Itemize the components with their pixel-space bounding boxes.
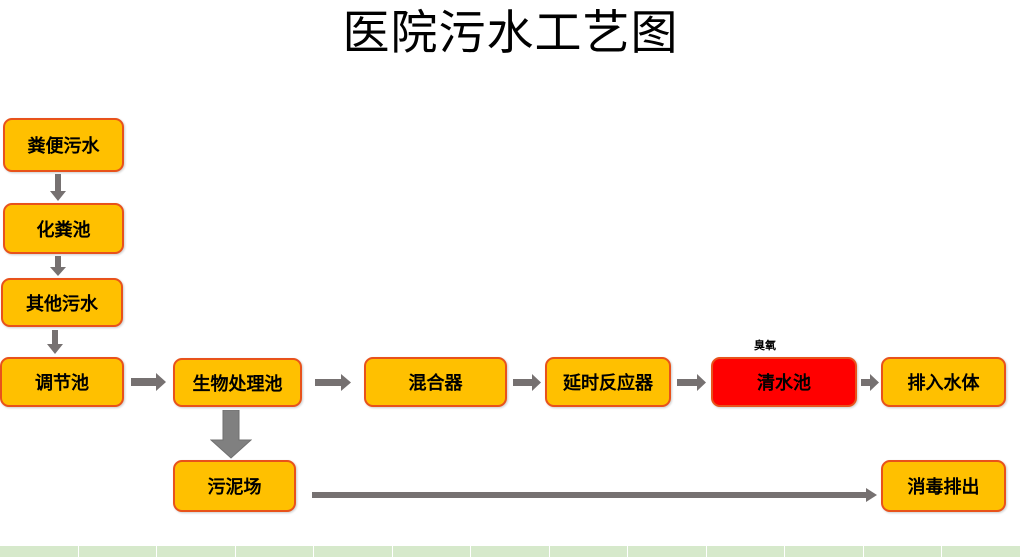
arrow-other-to-regulating bbox=[47, 330, 63, 355]
spreadsheet-cell[interactable] bbox=[0, 546, 79, 557]
node-septic-tank[interactable]: 化粪池 bbox=[3, 203, 124, 254]
node-mixer[interactable]: 混合器 bbox=[364, 357, 507, 407]
page-title: 医院污水工艺图 bbox=[342, 8, 679, 60]
node-fecal-sewage[interactable]: 粪便污水 bbox=[3, 118, 124, 172]
spreadsheet-cell[interactable] bbox=[628, 546, 707, 557]
spreadsheet-row-strip[interactable] bbox=[0, 545, 1021, 557]
node-discharge-to-water[interactable]: 排入水体 bbox=[881, 357, 1006, 407]
node-clean-water-tank[interactable]: 清水池 bbox=[711, 357, 857, 407]
annotation-ozone: 臭氧 bbox=[754, 340, 776, 352]
node-sludge-yard[interactable]: 污泥场 bbox=[173, 460, 296, 512]
spreadsheet-cell[interactable] bbox=[314, 546, 393, 557]
spreadsheet-cell[interactable] bbox=[785, 546, 864, 557]
spreadsheet-cell[interactable] bbox=[157, 546, 236, 557]
spreadsheet-cell[interactable] bbox=[550, 546, 629, 557]
arrow-cleanwater-to-discharge bbox=[861, 374, 880, 391]
arrow-fecal-to-septic bbox=[50, 174, 66, 202]
node-delay-reactor[interactable]: 延时反应器 bbox=[545, 357, 671, 407]
arrow-bio-to-mixer bbox=[315, 374, 352, 391]
arrow-mixer-to-reactor bbox=[513, 374, 542, 391]
spreadsheet-cell[interactable] bbox=[393, 546, 472, 557]
node-other-sewage[interactable]: 其他污水 bbox=[1, 278, 123, 327]
arrow-sludge-to-disinfected bbox=[312, 488, 878, 502]
arrow-septic-to-other bbox=[50, 256, 66, 277]
arrow-regulating-to-bio bbox=[131, 373, 167, 391]
spreadsheet-cell[interactable] bbox=[707, 546, 786, 557]
spreadsheet-cell[interactable] bbox=[864, 546, 943, 557]
node-bio-treatment-tank[interactable]: 生物处理池 bbox=[173, 358, 302, 407]
node-regulating-tank[interactable]: 调节池 bbox=[0, 357, 124, 407]
node-disinfected-discharge[interactable]: 消毒排出 bbox=[881, 460, 1006, 512]
spreadsheet-cell[interactable] bbox=[471, 546, 550, 557]
spreadsheet-cell[interactable] bbox=[79, 546, 158, 557]
spreadsheet-cell[interactable] bbox=[942, 546, 1021, 557]
arrow-reactor-to-cleanwater bbox=[677, 374, 707, 391]
spreadsheet-cell[interactable] bbox=[236, 546, 315, 557]
arrow-bio-to-sludge bbox=[210, 410, 252, 459]
